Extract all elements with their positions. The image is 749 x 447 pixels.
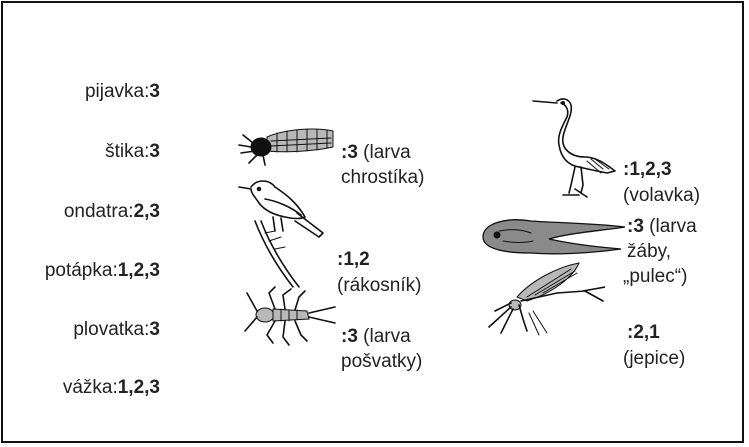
caption-tadpole-line1: :3 (larva bbox=[627, 215, 697, 239]
caption-stonefly-line1: :3 (larva bbox=[341, 325, 411, 349]
animal-label-plovatka: plovatka:3 bbox=[73, 318, 160, 342]
caption-stonefly-line2: pošvatky) bbox=[341, 350, 422, 374]
caption-mayfly-line2: (jepice) bbox=[623, 347, 685, 371]
animal-label-pijavka: pijavka:3 bbox=[85, 80, 160, 104]
caption-heron-line1: :1,2,3 bbox=[623, 158, 672, 182]
heron-icon bbox=[531, 95, 623, 201]
caption-warbler-line1: :1,2 bbox=[337, 248, 370, 272]
caption-tadpole-line3: „pulec“) bbox=[623, 265, 687, 289]
animal-label-potapka: potápka:1,2,3 bbox=[45, 259, 160, 283]
animal-label-vazka: vážka:1,2,3 bbox=[63, 376, 160, 400]
stonefly-larva-icon bbox=[243, 283, 339, 349]
reed-warbler-icon bbox=[235, 177, 329, 289]
caption-caddisfly-line1: :3 (larva bbox=[341, 141, 411, 165]
caddisfly-larva-icon bbox=[235, 121, 337, 171]
mayfly-icon bbox=[487, 261, 605, 337]
caption-tadpole-line2: žáby, bbox=[627, 240, 671, 264]
caption-caddisfly-line2: chrostíka) bbox=[341, 166, 424, 190]
animal-label-ondatra: ondatra:2,3 bbox=[64, 200, 160, 224]
caption-heron-line2: (volavka) bbox=[623, 184, 700, 208]
caption-mayfly-line1: :2,1 bbox=[627, 321, 660, 345]
caption-warbler-line2: (rákosník) bbox=[337, 274, 421, 298]
tadpole-icon bbox=[479, 211, 629, 261]
animal-label-stika: štika:3 bbox=[105, 140, 160, 164]
